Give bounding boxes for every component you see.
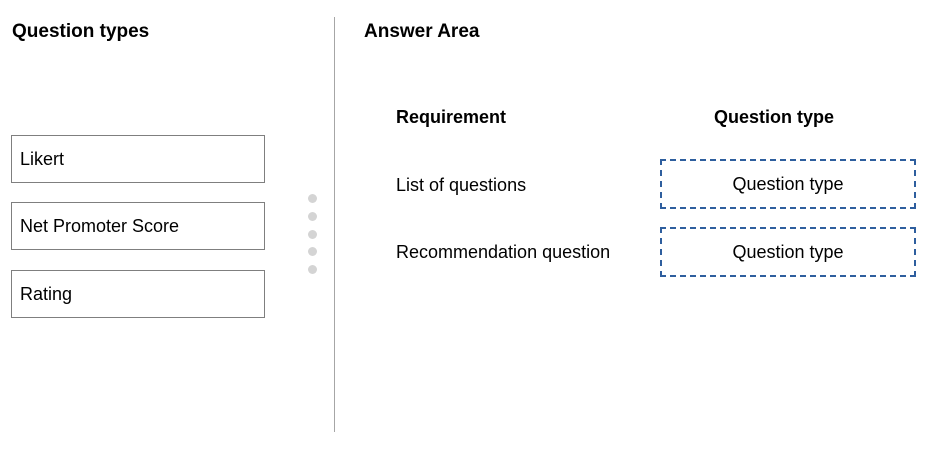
handle-dot: [307, 229, 317, 239]
question-types-heading: Question types: [12, 21, 150, 42]
handle-dot: [307, 265, 317, 274]
drop-target-list-of-questions[interactable]: Question type: [660, 159, 916, 209]
panel-divider: [334, 17, 335, 432]
question-type-column-header: Question type: [714, 107, 835, 127]
handle-dot: [307, 211, 317, 221]
requirement-column-header: Requirement: [396, 107, 507, 127]
drop-target-recommendation-question[interactable]: Question type: [660, 227, 916, 277]
answer-area-heading: Answer Area: [364, 21, 480, 42]
option-likert[interactable]: Likert: [11, 135, 265, 183]
requirement-recommendation-question: Recommendation question: [396, 242, 611, 262]
drag-handle-icon[interactable]: [307, 194, 317, 274]
requirement-list-of-questions: List of questions: [396, 175, 527, 195]
handle-dot: [307, 194, 317, 203]
option-rating[interactable]: Rating: [11, 270, 265, 318]
handle-dot: [307, 247, 317, 257]
option-net-promoter-score[interactable]: Net Promoter Score: [11, 202, 265, 250]
